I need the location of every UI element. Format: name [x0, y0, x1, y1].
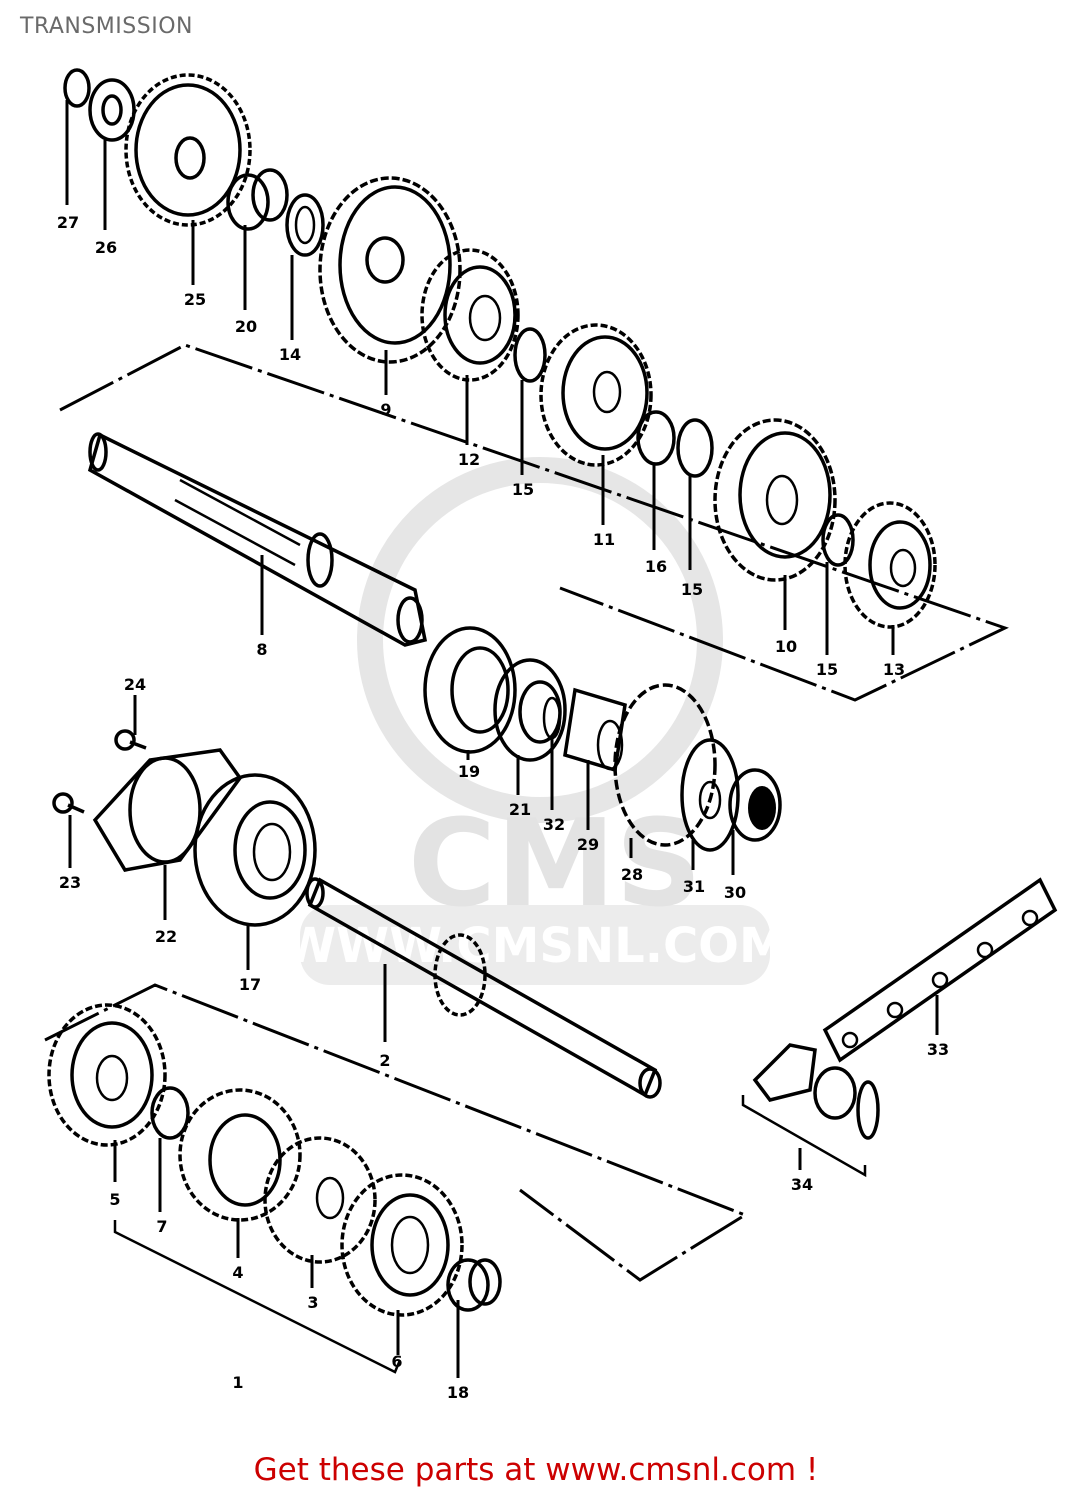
part-11-gear[interactable] [539, 323, 653, 525]
label-part-33[interactable]: 33 [927, 1040, 949, 1059]
label-part-10[interactable]: 10 [775, 637, 797, 656]
part-15-washer-a[interactable] [513, 327, 547, 475]
label-part-28[interactable]: 28 [621, 865, 643, 884]
part-22-bearing-retainer[interactable] [92, 748, 243, 920]
label-part-15-c[interactable]: 15 [816, 660, 838, 679]
part-3-gear[interactable] [263, 1136, 377, 1288]
part-14-washer[interactable] [285, 193, 325, 340]
label-part-13[interactable]: 13 [883, 660, 905, 679]
part-25-gear[interactable] [124, 73, 252, 285]
part-12-gear[interactable] [420, 248, 520, 445]
label-part-15-b[interactable]: 15 [681, 580, 703, 599]
part-4-gear[interactable] [178, 1088, 302, 1258]
label-part-16[interactable]: 16 [645, 557, 667, 576]
part-23-screw[interactable] [52, 792, 85, 868]
label-part-19[interactable]: 19 [458, 762, 480, 781]
label-part-3[interactable]: 3 [307, 1293, 318, 1312]
part-21-oil-seal[interactable] [493, 658, 567, 795]
label-part-9[interactable]: 9 [380, 400, 391, 419]
label-part-7[interactable]: 7 [156, 1217, 167, 1236]
part-8-countershaft[interactable] [87, 432, 428, 647]
watermark-url-text: WWW.CMSNL.COM [283, 918, 787, 974]
label-part-8[interactable]: 8 [256, 640, 267, 659]
driveshaft-group-bracket [44, 983, 749, 1282]
label-part-25[interactable]: 25 [184, 290, 206, 309]
part-28-engine-sprocket[interactable] [613, 683, 717, 858]
footer-shop-link[interactable]: Get these parts at www.cmsnl.com ! [253, 1452, 819, 1488]
page-title: TRANSMISSION [20, 14, 193, 39]
label-part-23[interactable]: 23 [59, 873, 81, 892]
part-9-gear[interactable] [318, 176, 462, 395]
part-16-lock-washer[interactable] [636, 410, 676, 550]
part-24-screw[interactable] [114, 695, 147, 751]
part-5-gear[interactable] [47, 1003, 167, 1182]
label-part-18[interactable]: 18 [447, 1383, 469, 1402]
exploded-parts-diagram: CMS WWW.CMSNL.COM [44, 68, 1058, 1402]
watermark-logo-ring [357, 457, 723, 823]
part-7-circlip[interactable] [150, 1086, 190, 1212]
part-34-chain-joint[interactable] [752, 1043, 880, 1170]
label-part-17[interactable]: 17 [239, 975, 261, 994]
part-31-lock-washer[interactable] [680, 738, 740, 870]
label-part-15-a[interactable]: 15 [512, 480, 534, 499]
cmsnl-watermark: CMS WWW.CMSNL.COM [283, 457, 787, 985]
part-20-bushing[interactable] [226, 168, 289, 310]
part-13-gear[interactable] [843, 501, 937, 655]
part-2-driveshaft[interactable] [305, 877, 662, 1099]
label-part-5[interactable]: 5 [109, 1190, 120, 1209]
part-30-nut[interactable] [728, 768, 782, 875]
label-part-20[interactable]: 20 [235, 317, 257, 336]
label-part-29[interactable]: 29 [577, 835, 599, 854]
label-part-4[interactable]: 4 [232, 1263, 243, 1282]
countershaft-group-bracket [59, 343, 1009, 702]
part-18-bushing[interactable] [446, 1258, 502, 1378]
label-part-14[interactable]: 14 [279, 345, 301, 364]
label-part-22[interactable]: 22 [155, 927, 177, 946]
label-part-21[interactable]: 21 [509, 800, 531, 819]
part-19-bearing[interactable] [423, 626, 517, 760]
label-part-27[interactable]: 27 [57, 213, 79, 232]
part-33-drive-chain[interactable] [822, 877, 1058, 1063]
gear-set-bracket [113, 1220, 402, 1374]
label-part-34[interactable]: 34 [791, 1175, 813, 1194]
part-15-washer-b[interactable] [676, 418, 714, 570]
part-17-bearing[interactable] [193, 773, 317, 970]
label-part-30[interactable]: 30 [724, 883, 746, 902]
part-27-circlip[interactable] [63, 68, 91, 205]
label-part-26[interactable]: 26 [95, 238, 117, 257]
label-part-32[interactable]: 32 [543, 815, 565, 834]
part-10-gear[interactable] [713, 418, 837, 630]
chain-joint-bracket [741, 1095, 867, 1178]
label-part-1[interactable]: 1 [232, 1373, 243, 1392]
label-part-24[interactable]: 24 [124, 675, 146, 694]
label-part-12[interactable]: 12 [458, 450, 480, 469]
part-15-washer-c[interactable] [821, 513, 855, 655]
label-part-31[interactable]: 31 [683, 877, 705, 896]
label-part-2[interactable]: 2 [379, 1051, 390, 1070]
label-part-6[interactable]: 6 [391, 1352, 402, 1371]
callout-labels: 1 2 3 4 5 6 7 8 9 10 11 12 13 14 15 15 1… [57, 213, 949, 1402]
watermark-logo-text: CMS [408, 795, 702, 934]
part-6-gear[interactable] [340, 1173, 464, 1355]
part-32-o-ring[interactable] [542, 696, 562, 810]
label-part-11[interactable]: 11 [593, 530, 615, 549]
